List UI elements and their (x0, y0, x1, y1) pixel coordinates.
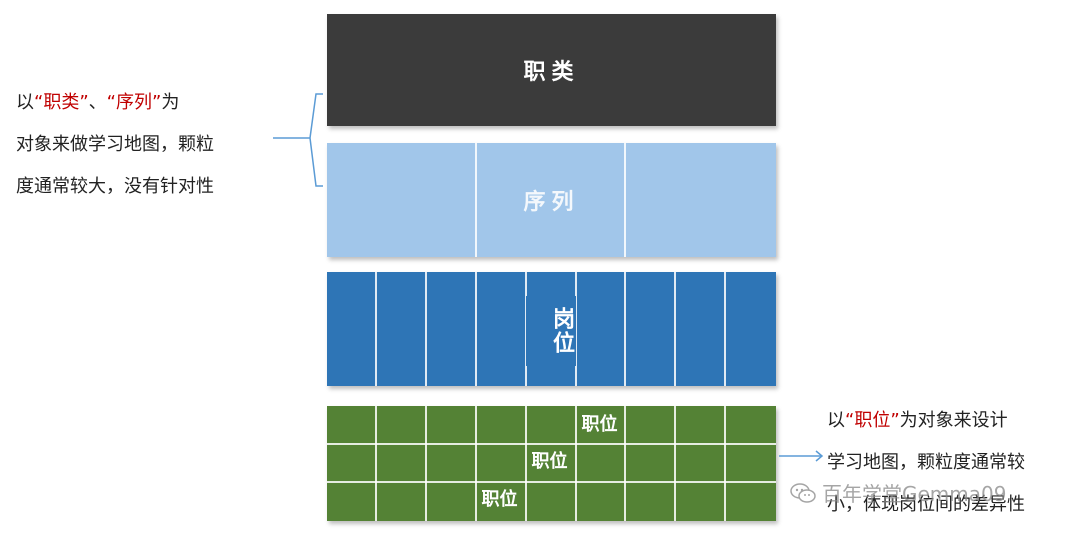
layer-label-post: 岗位 (526, 296, 576, 366)
watermark-text: 百年学堂Gemma09 (822, 482, 1007, 506)
highlight-text: “职位” (845, 410, 900, 431)
divider (375, 272, 377, 386)
grid-cell-position: 职位 (531, 451, 568, 472)
note-text: 、 (88, 92, 107, 113)
layer-position-grid: 职位 职位 职位 (327, 406, 776, 521)
divider (624, 143, 626, 257)
highlight-text: “序列” (106, 92, 162, 113)
divider (575, 406, 577, 521)
divider (624, 272, 626, 386)
divider (375, 406, 377, 521)
note-right-line3: 小，体现岗位间的差异性 (827, 494, 1025, 515)
divider (624, 406, 626, 521)
divider (475, 406, 477, 521)
note-right-line1: 以“职位”为对象来设计 (827, 400, 1072, 442)
layer-post: 岗位 (327, 272, 776, 386)
grid-cell-position: 职位 (481, 489, 518, 510)
divider (327, 443, 776, 445)
right-arrow-head (815, 450, 824, 462)
note-text: 以 (16, 92, 34, 113)
note-left: 以“职类”、“序列”为 对象来做学习地图，颗粒 度通常较大，没有针对性 (16, 82, 266, 208)
divider (425, 406, 427, 521)
divider (674, 272, 676, 386)
divider (425, 272, 427, 386)
divider (525, 272, 527, 386)
divider (525, 406, 527, 521)
note-text: 为对象来设计 (899, 410, 1008, 431)
wechat-icon (790, 482, 816, 503)
divider (475, 272, 477, 386)
layer-label-sequence: 序列 (523, 190, 580, 215)
divider (724, 406, 726, 521)
highlight-text: “职类” (34, 92, 89, 113)
divider (674, 406, 676, 521)
layer-label-job-category: 职类 (523, 60, 580, 85)
divider (327, 481, 776, 483)
note-left-line3: 度通常较大，没有针对性 (16, 176, 214, 197)
layer-job-category: 职类 (327, 14, 776, 126)
note-right-line2: 学习地图，颗粒度通常较 (827, 452, 1025, 473)
note-text: 以 (827, 410, 845, 431)
note-right: 以“职位”为对象来设计 学习地图，颗粒度通常较 小，体现岗位间的差异性 (827, 400, 1072, 526)
note-left-line1: 以“职类”、“序列”为 (16, 82, 266, 124)
grid-cell-position: 职位 (581, 414, 618, 435)
note-text: 为 (161, 92, 180, 113)
left-brace (273, 93, 323, 187)
note-left-line2: 对象来做学习地图，颗粒 (16, 134, 214, 155)
divider (475, 143, 477, 257)
layer-sequence: 序列 (327, 143, 776, 257)
watermark: 百年学堂Gemma09 (790, 478, 1006, 507)
divider (724, 272, 726, 386)
